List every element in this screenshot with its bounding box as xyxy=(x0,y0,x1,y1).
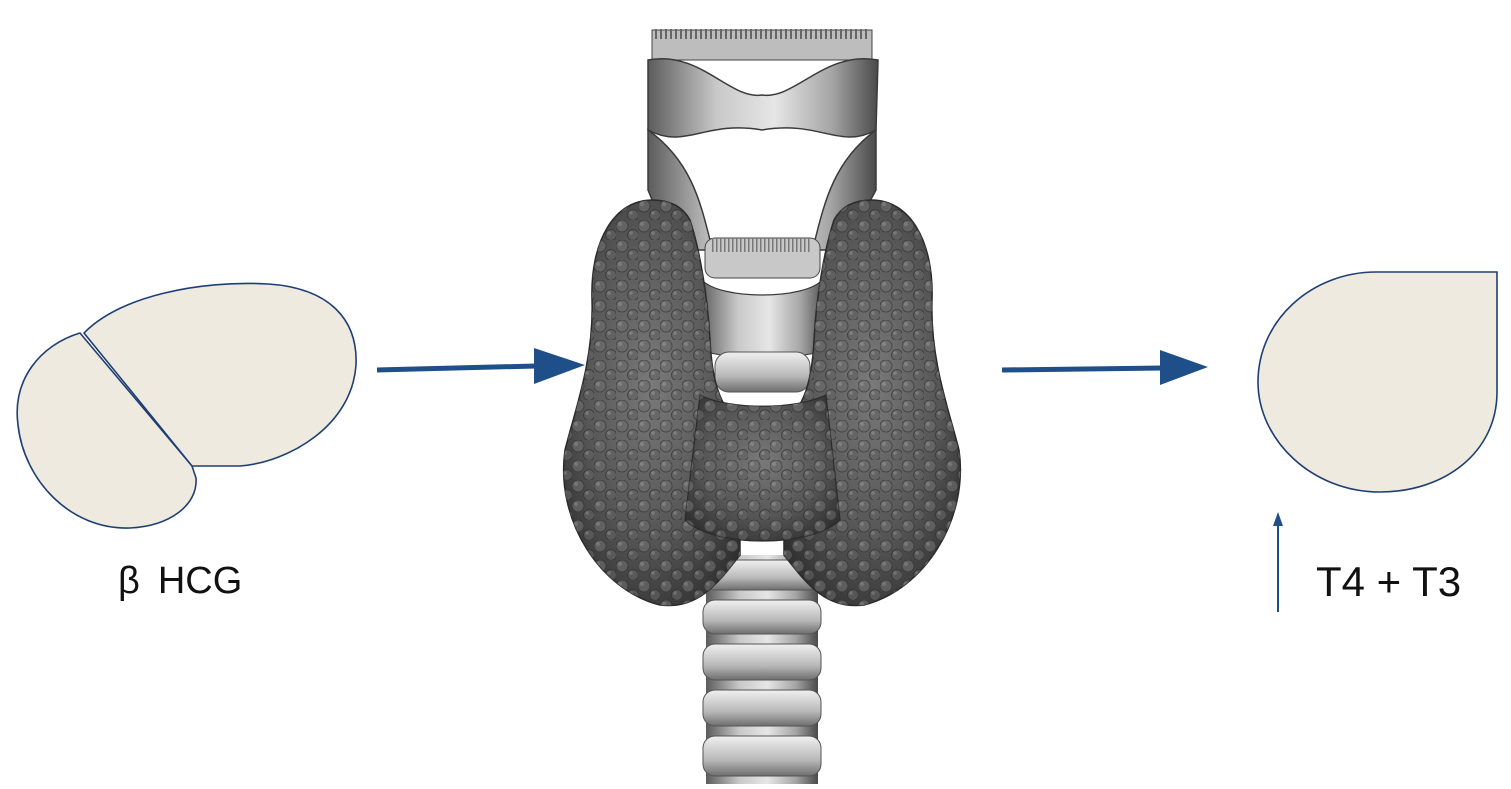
hormone-droplet-shape xyxy=(1258,272,1497,492)
beta-symbol: β xyxy=(118,560,140,602)
hcg-text: HCG xyxy=(158,560,242,602)
increase-arrow-icon xyxy=(1273,512,1283,612)
trachea xyxy=(703,555,821,784)
hcg-molecule-shape xyxy=(17,283,356,528)
arrow-thyroid-to-hormone xyxy=(1002,350,1208,385)
thyroid-gland-illustration xyxy=(564,30,961,784)
arrow-left-to-thyroid xyxy=(377,348,585,384)
beta-hcg-label: β HCG xyxy=(118,560,242,603)
t4-t3-label: T4 + T3 xyxy=(1316,558,1461,606)
